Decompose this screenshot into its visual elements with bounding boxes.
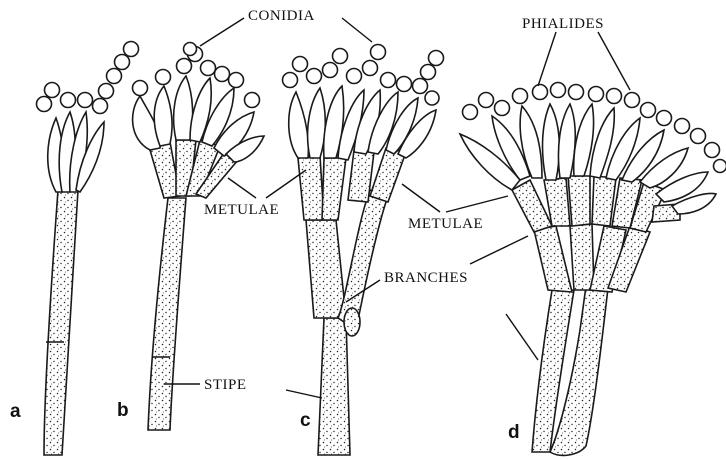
label-branches: BRANCHES — [384, 270, 468, 286]
label-stipe: STIPE — [204, 377, 247, 393]
label-metulae-left: METULAE — [204, 202, 279, 218]
panel-letter-b: b — [117, 400, 129, 421]
panel-letter-d: d — [508, 422, 520, 443]
conidiophore-a — [37, 42, 139, 456]
label-phialides: PHIALIDES — [522, 16, 604, 32]
panel-letter-a: a — [10, 401, 21, 422]
conidiophore-c — [283, 45, 444, 456]
label-metulae-right: METULAE — [408, 216, 483, 232]
conidiophore-d — [460, 83, 726, 456]
conidiophore-b — [133, 43, 265, 431]
label-conidia: CONIDIA — [248, 8, 315, 24]
panel-letter-c: c — [300, 410, 311, 431]
